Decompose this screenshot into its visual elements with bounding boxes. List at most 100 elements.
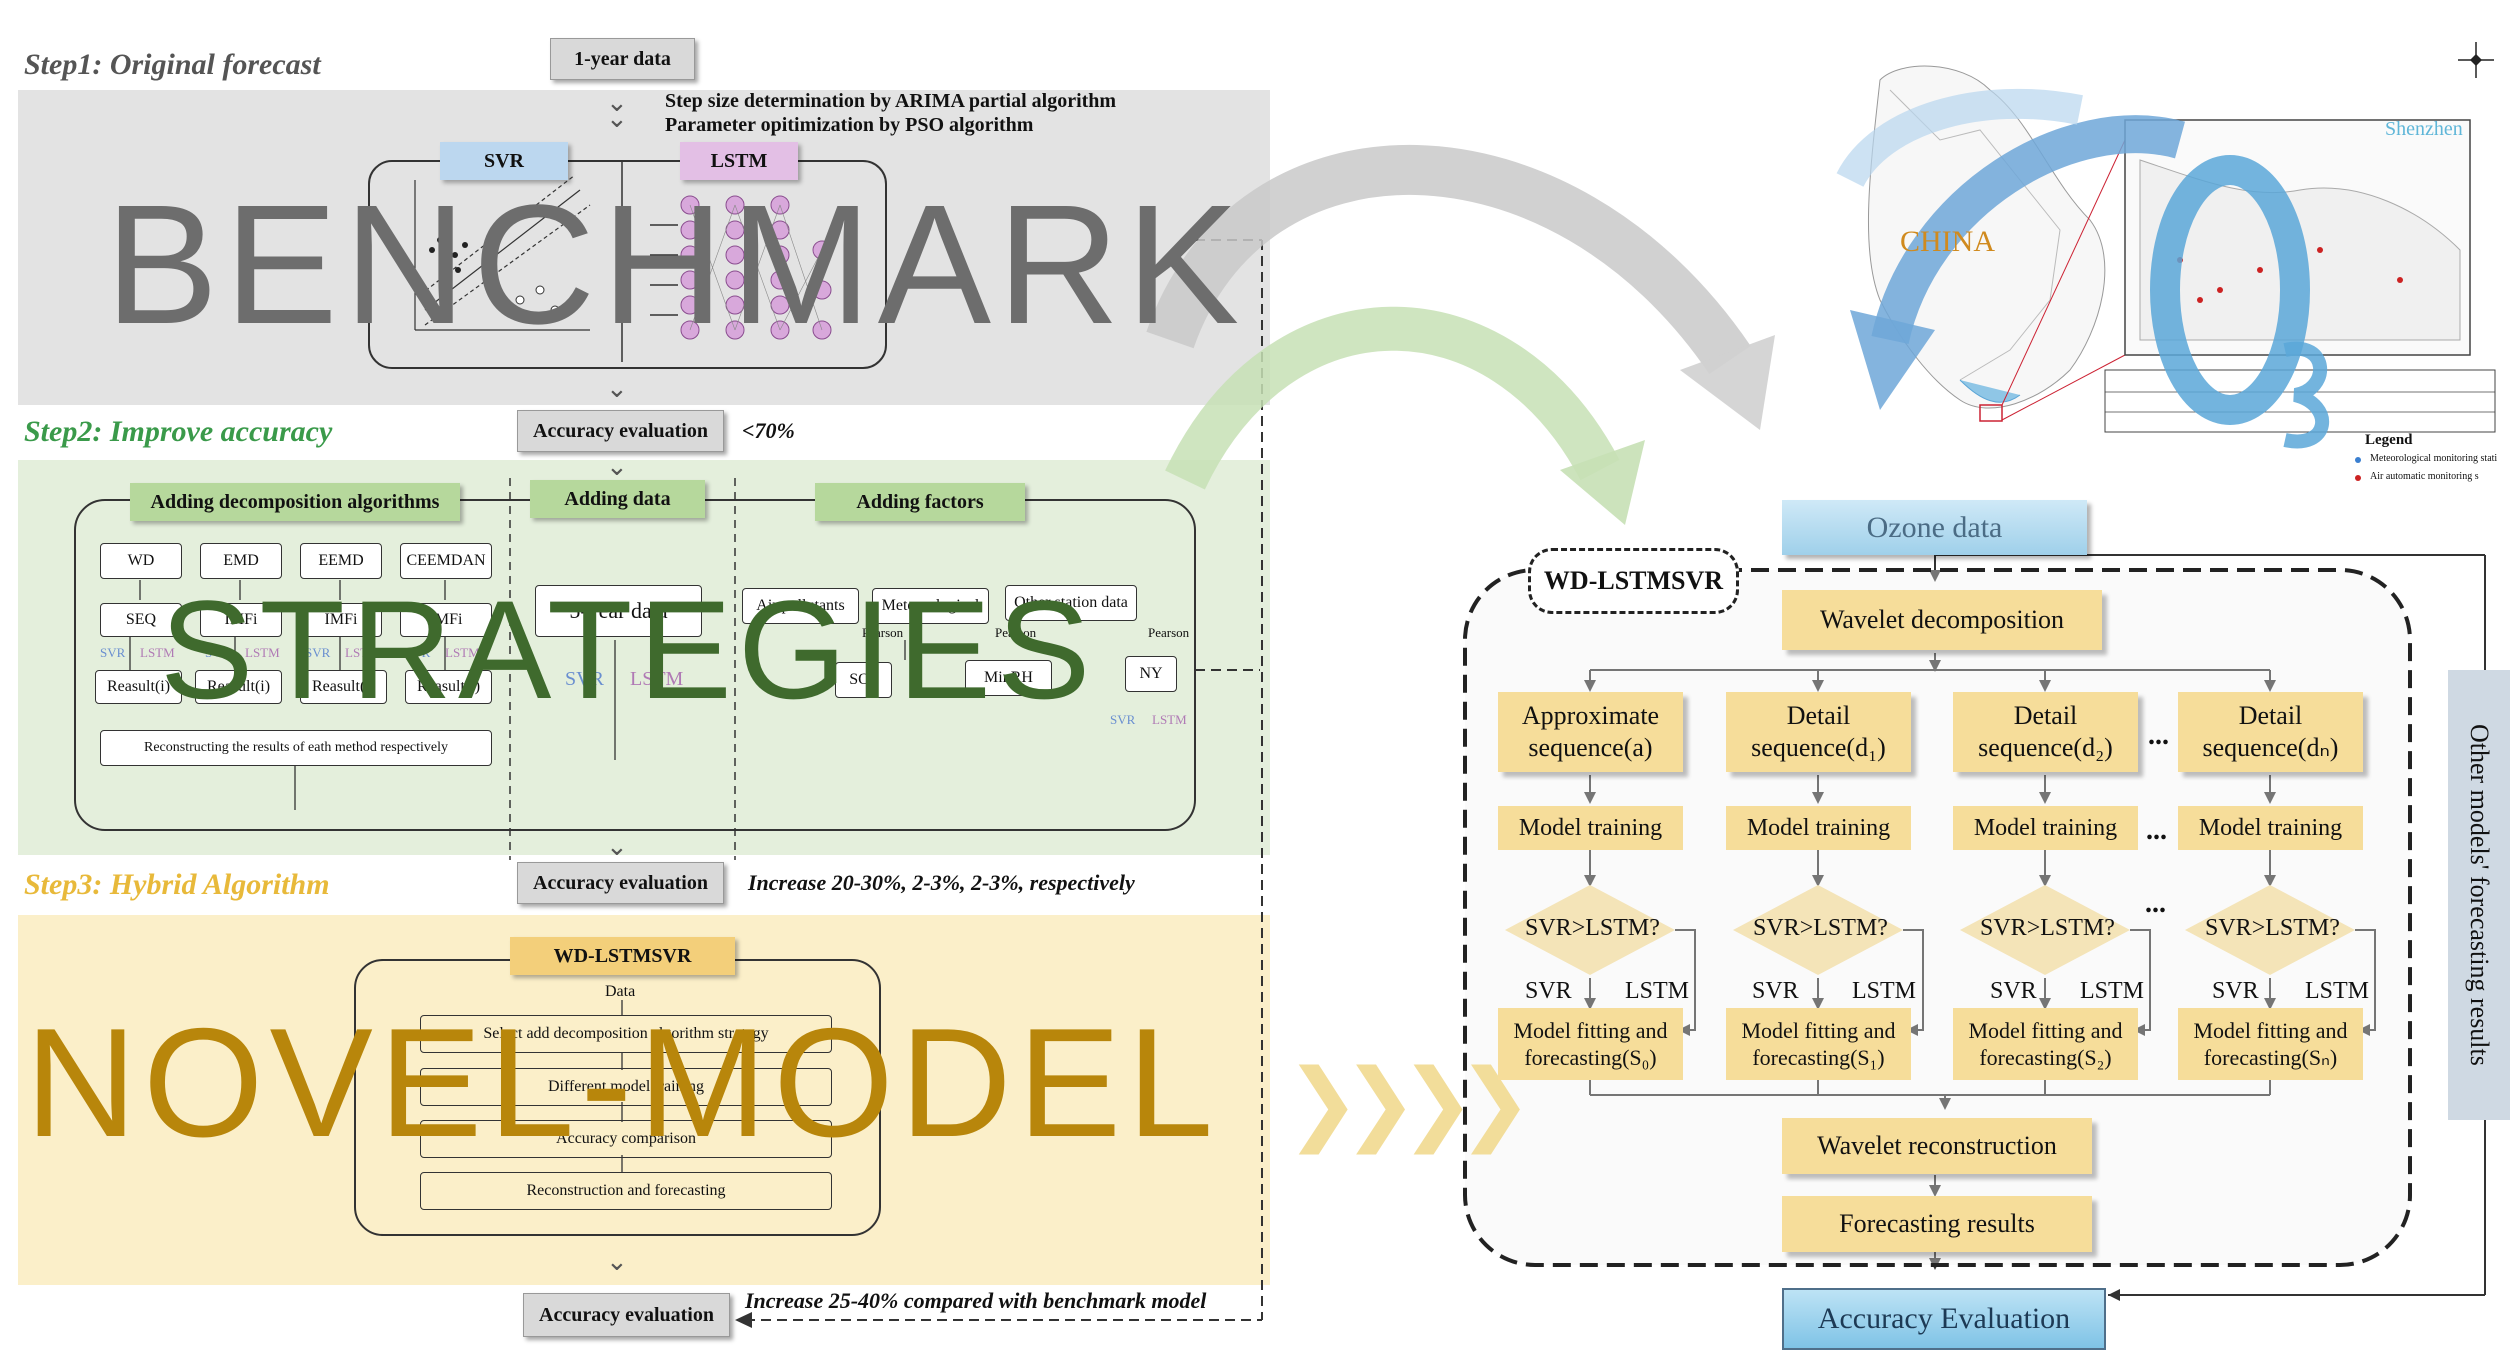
seq-wd: SEQ [100,603,182,637]
svr-branch-0: SVR [1525,978,1572,1004]
o3-glyph-label: O3 [2388,330,2389,331]
map-shenzhen-label: Shenzhen [2385,118,2463,140]
step1-title: Step1: Original forecast [24,48,321,81]
lstm-label-3: LSTM [345,645,380,660]
result-eemd: Reasult(i) [300,670,387,704]
seq-eemd: IMFi [300,603,382,637]
lstm-branch-n: LSTM [2305,978,2370,1004]
map-legend-item-2: Air automatic monitoring s [2370,471,2479,482]
map-legend-item-1: Meteorological monitoring stati [2370,453,2498,464]
step2-eval-note: Increase 20-30%, 2-3%, 2-3%, respectivel… [748,870,1135,895]
fitting-n: Model fitting and forecasting(Sₙ) [2178,1008,2363,1080]
seq-emd: IMFi [200,603,282,637]
step2-tag-data: Adding data [530,480,705,518]
strategies-word: STRATEGIES [160,571,1097,728]
decision-0: SVR>LSTM? [1525,915,1660,941]
factor-minrh: MinRH [965,660,1052,696]
forecasting-results-box: Forecasting results [1782,1196,2092,1252]
seq-detail-2: Detail sequence(d₂) [1953,692,2138,772]
svr-branch-n: SVR [2212,978,2259,1004]
step3-data-label: Data [605,983,636,1000]
data-lstm-label: LSTM [630,668,684,690]
lstm-branch-0: LSTM [1625,978,1690,1004]
result-ceemdan: Reasult(i) [405,670,492,704]
ellipsis-2: ... [2146,815,2167,846]
step1-note-pso: Parameter opitimization by PSO algorithm [665,114,1034,136]
seq-approx: Approximate sequence(a) [1498,692,1683,772]
result-wd: Reasult(i) [95,670,182,704]
step3-eval-box: Accuracy evaluation [523,1293,730,1337]
other-models-label: Other models' forecasting results [2465,724,2494,1066]
step2-tag-decomposition: Adding decomposition algorithms [130,483,460,521]
decision-n: SVR>LSTM? [2205,915,2340,941]
lstm-branch-1: LSTM [1852,978,1917,1004]
lstm-label-1: LSTM [140,645,175,660]
step1-lstm-tag: LSTM [680,142,798,180]
svr-branch-2: SVR [1990,978,2037,1004]
wavelet-reconstruction-box: Wavelet reconstruction [1782,1118,2092,1174]
method-wd: WD [100,543,182,579]
decision-2: SVR>LSTM? [1980,915,2115,941]
step3-row-select: Select add decomposition algorithm strat… [420,1015,832,1053]
step2-chevron: ⌄ [606,832,628,862]
step2-eval-box: Accuracy evaluation [517,862,724,904]
step1-chevron-1: ⌄⌄ [606,88,628,134]
data-svr-label: SVR [565,668,604,690]
training-0: Model training [1498,806,1683,850]
svr-label-4: SVR [405,645,431,660]
factor-svr-label: SVR [1110,712,1136,727]
svr-label-3: SVR [305,645,331,660]
step1-eval-box: Accuracy evaluation [517,410,724,452]
decision-1: SVR>LSTM? [1753,915,1888,941]
right-chevrons: ❯❯❯❯ [1285,1050,1533,1155]
step2-tag-factors: Adding factors [815,483,1025,521]
step1-note-arima: Step size determination by ARIMA partial… [665,90,1117,112]
method-ceemdan: CEEMDAN [400,543,492,579]
seq-detail-n: Detail sequence(dₙ) [2178,692,2363,772]
step2-title: Step2: Improve accuracy [24,415,333,448]
step1-data-box: 1-year data [550,38,695,80]
step1-eval-note: <70% [742,418,795,443]
svr-branch-1: SVR [1752,978,1799,1004]
lstm-label-2: LSTM [245,645,280,660]
training-n: Model training [2178,806,2363,850]
result-emd: Reasult(i) [195,670,282,704]
seq-detail-1: Detail sequence(d₁) [1726,692,1911,772]
factor-other: Other station data [1005,585,1137,621]
step3-chevron: ⌄ [606,1247,628,1277]
step3-eval-note: Increase 25-40% compared with benchmark … [745,1288,1207,1313]
fitting-1: Model fitting and forecasting(S₁) [1726,1008,1911,1080]
step1-panel [18,90,1270,405]
pearson-label-1: Pearson [862,625,904,640]
training-1: Model training [1726,806,1911,850]
factor-so2: SO2 [835,662,892,698]
method-eemd: EEMD [300,543,382,579]
factor-ny: NY [1125,656,1177,692]
factor-air: Air pollutants [742,588,859,624]
other-models-box: Other models' forecasting results [2448,670,2510,1120]
reconstruct-box: Reconstructing the results of eath metho… [100,730,492,766]
pearson-label-3: Pearson [1148,625,1190,640]
step3-row-comparison: Accuracy comparison [420,1120,832,1158]
svr-label-1: SVR [100,645,126,660]
fitting-2: Model fitting and forecasting(S₂) [1953,1008,2138,1080]
lstm-branch-2: LSTM [2080,978,2145,1004]
wavelet-decomposition-box: Wavelet decomposition [1782,590,2102,650]
o3-o: O [2388,330,2389,331]
lstm-label-4: LSTM [445,645,480,660]
benchmark-word: BENCHMARK [105,170,1246,360]
model-name-box: WD-LSTMSVR [1528,548,1739,614]
pearson-label-2: Pearson [995,625,1037,640]
map-legend-title: Legend [2365,432,2413,448]
fitting-0: Model fitting and forecasting(S₀) [1498,1008,1683,1080]
step3-row-reconstruction: Reconstruction and forecasting [420,1172,832,1210]
map-china-label: CHINA [1900,225,1995,258]
step1-model-box [368,160,887,369]
accuracy-evaluation-box: Accuracy Evaluation [1782,1288,2106,1350]
method-emd: EMD [200,543,282,579]
step3-tag: WD-LSTMSVR [510,937,735,975]
ellipsis-1: ... [2148,720,2169,751]
step3-title: Step3: Hybrid Algorithm [24,868,330,901]
factor-meteo: Meteorological [872,588,989,624]
